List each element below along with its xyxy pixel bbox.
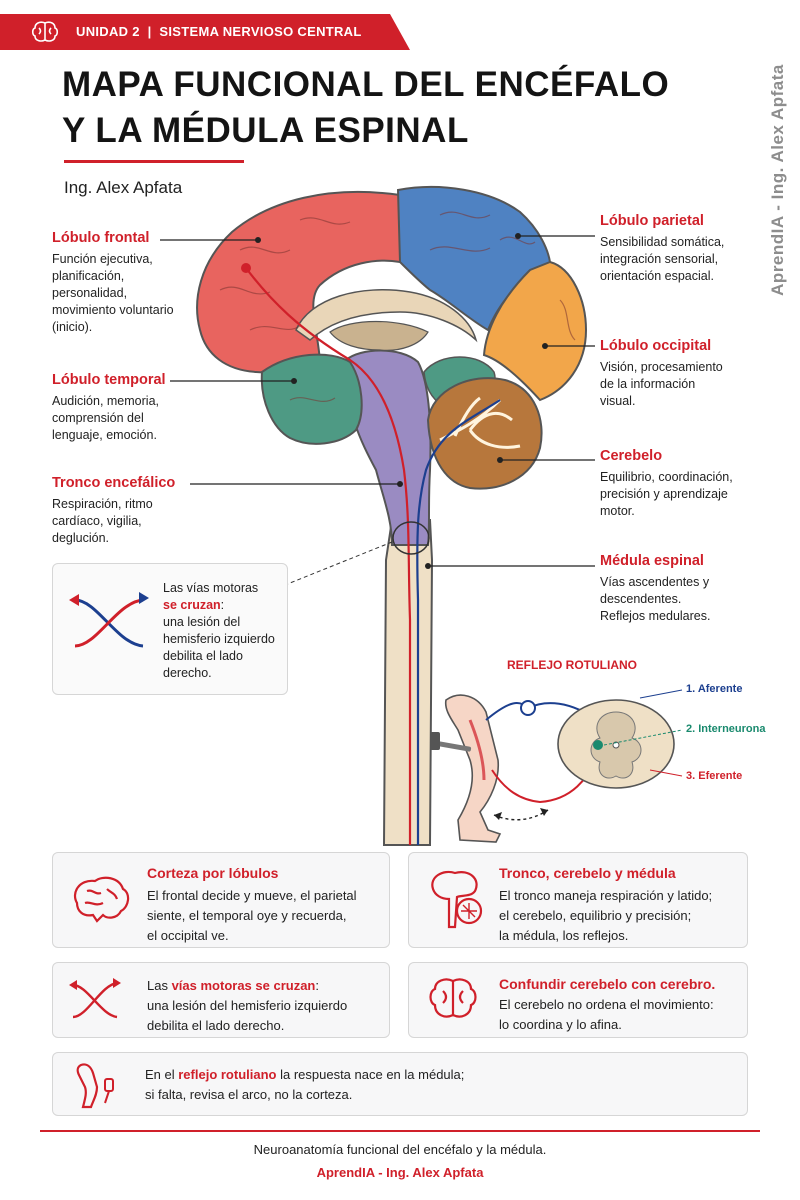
unit-banner: UNIDAD 2 | SISTEMA NERVIOSO CENTRAL	[0, 14, 410, 50]
corpus-callosum-shape	[295, 289, 478, 343]
afferent-ganglion	[520, 700, 536, 716]
card-cross: Las vías motoras se cruzan: una lesión d…	[52, 962, 390, 1038]
page-title: MAPA FUNCIONAL DEL ENCÉFALO Y LA MÉDULA …	[62, 65, 670, 150]
card-trunk: Tronco, cerebelo y médula El tronco mane…	[408, 852, 748, 948]
reflex-title: REFLEJO ROTULIANO	[507, 658, 638, 672]
arbor-vitae	[439, 396, 521, 449]
leg-shape	[444, 694, 502, 843]
decussation-leader	[284, 541, 393, 586]
reflex-afferent-label: 1. Aferente	[686, 683, 743, 695]
author: Ing. Alex Apfata	[64, 178, 183, 197]
efferent-leader	[649, 769, 683, 777]
reflex-efferent-label: 3. Eferente	[686, 770, 743, 782]
crossing-callout: Las vías motoras se cruzan: una lesión d…	[52, 563, 288, 695]
reflex-interneuron-label: 2. Interneurona	[686, 723, 766, 735]
thalamus-shape	[329, 320, 429, 351]
sensory-pathway-blue	[416, 399, 501, 845]
knee-hammer-icon	[71, 1059, 123, 1116]
gyri-lines	[219, 211, 576, 403]
brain-diagram	[160, 185, 683, 846]
label-temporal: Lóbulo temporal Audición, memoria,compre…	[52, 372, 166, 442]
card-reflex: En el reflejo rotuliano la respuesta nac…	[52, 1052, 748, 1116]
footer-credit: AprendIA - Ing. Alex Apfata	[316, 1165, 484, 1180]
kick-arrow	[493, 809, 549, 821]
card-confuse: Confundir cerebelo con cerebro. El cereb…	[408, 962, 748, 1038]
crossed-arrows-icon	[67, 588, 151, 663]
frontal-lobe-shape	[196, 190, 401, 374]
footer-rule	[40, 1130, 760, 1132]
thigh-muscle	[468, 719, 486, 781]
interneuron-node	[593, 740, 603, 750]
label-frontal: Lóbulo frontal Función ejecutiva,planifi…	[52, 230, 174, 334]
crossed-arrows-icon	[67, 977, 123, 1028]
brainstem-shape	[344, 349, 432, 546]
brain-icon	[425, 975, 481, 1030]
pathway-origin-dot	[241, 263, 251, 273]
brainstem-cerebellum-icon	[425, 867, 485, 938]
spinal-cord-shape	[382, 519, 434, 846]
footer-caption: Neuroanatomía funcional del encéfalo y l…	[253, 1142, 547, 1157]
interneuron-leader	[603, 729, 683, 746]
cerebellum-shape	[426, 377, 543, 490]
banner-text: UNIDAD 2 | SISTEMA NERVIOSO CENTRAL	[76, 24, 362, 39]
knee-reflex-illustration	[430, 689, 683, 843]
label-parietal: Lóbulo parietal Sensibilidad somática,in…	[600, 213, 725, 283]
afferent-leader	[639, 689, 683, 699]
brain-outline-icon	[67, 873, 133, 934]
decussation-marker	[392, 521, 430, 555]
occipital-lobe-shape	[482, 260, 588, 402]
hammer-head	[430, 732, 440, 750]
hammer-handle	[431, 740, 472, 752]
card-cortex: Corteza por lóbulos El frontal decide y …	[52, 852, 390, 948]
title-underline	[64, 160, 244, 163]
label-cerebelo: Cerebelo Equilibrio, coordinación,precis…	[600, 448, 733, 518]
central-canal	[612, 741, 620, 749]
